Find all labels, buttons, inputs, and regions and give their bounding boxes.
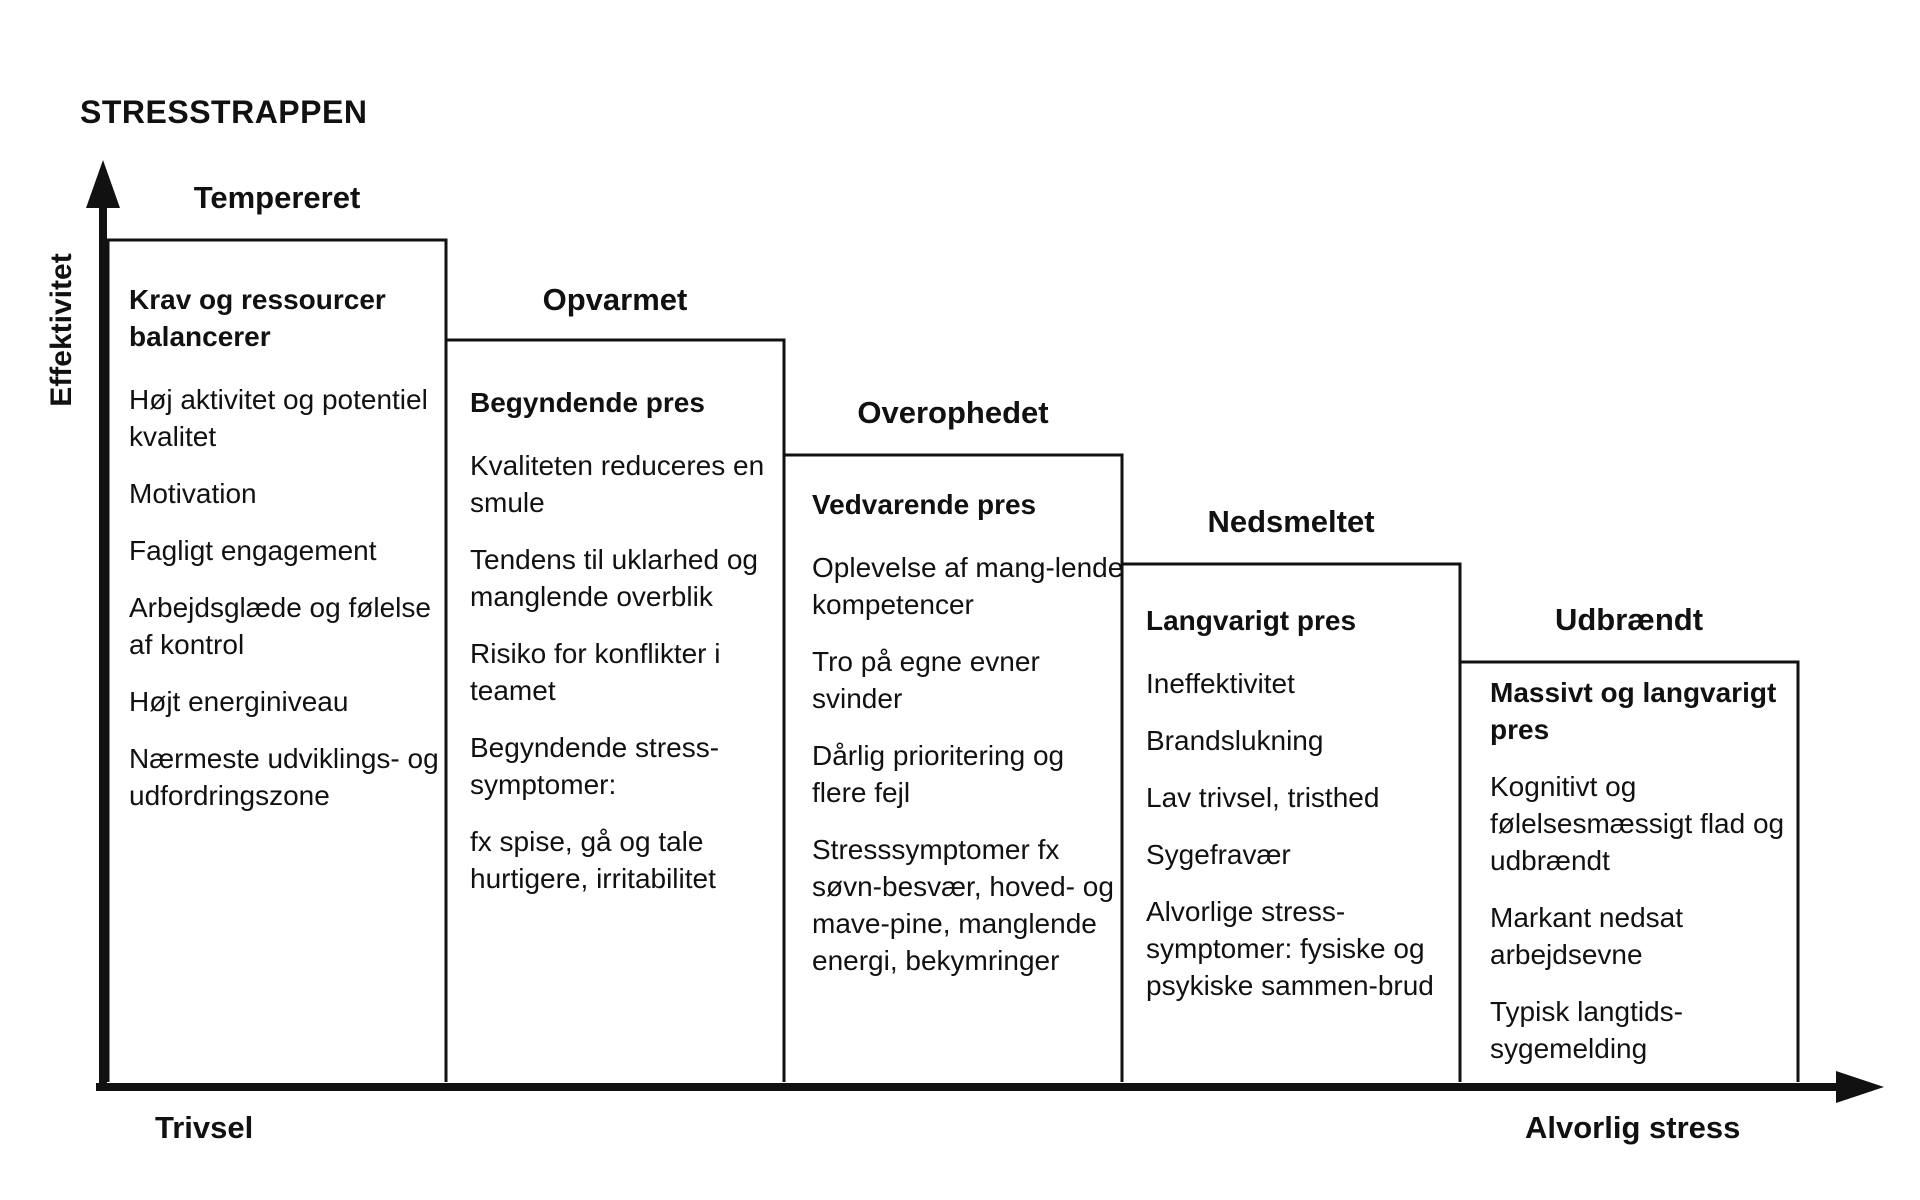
- x-axis-label-left: Trivsel: [155, 1110, 254, 1145]
- y-axis-arrowhead: [86, 160, 120, 208]
- step-heading: Massivt og langvarigt pres: [1490, 677, 1777, 745]
- step-content-1: Krav og ressourcer balancerer Høj aktivi…: [129, 281, 441, 834]
- step-title-tempereret: Tempereret: [193, 180, 361, 215]
- step-heading: Krav og ressourcer balancerer: [129, 284, 386, 352]
- step-item: fx spise, gå og tale hurtigere, irritabi…: [470, 826, 716, 894]
- step-item: Dårlig prioritering og flere fejl: [812, 740, 1065, 808]
- step-content-3: Vedvarende pres Oplevelse af mang-lende …: [812, 486, 1124, 999]
- step-item: Ineffektivitet: [1146, 668, 1295, 699]
- step-content-2: Begyndende pres Kvaliteten reduceres en …: [470, 384, 782, 917]
- step-title-opvarmet: Opvarmet: [542, 282, 688, 317]
- step-box-3: [784, 453, 1124, 1082]
- step-item: Lav trivsel, tristhed: [1146, 782, 1380, 813]
- step-box-4: [1122, 562, 1462, 1082]
- step-item: Fagligt engagement: [129, 535, 377, 566]
- step-item: Højt energiniveau: [129, 686, 349, 717]
- step-box-5: [1460, 660, 1800, 1082]
- step-content-4: Langvarigt pres Ineffektivitet Brandsluk…: [1146, 602, 1458, 1024]
- diagram-title: STRESSTRAPPEN: [80, 94, 368, 130]
- step-item: Begyndende stress-symptomer:: [470, 732, 720, 800]
- step-box-1: [106, 238, 448, 1082]
- step-item: Tendens til uklarhed og manglende overbl…: [470, 544, 758, 612]
- step-content-5: Massivt og langvarigt pres Kognitivt og …: [1490, 674, 1802, 1087]
- step-item: Oplevelse af mang-lende kompetencer: [812, 552, 1124, 620]
- step-item: Nærmeste udviklings- og udfordringszone: [129, 743, 439, 811]
- step-item: Markant nedsat arbejdsevne: [1490, 902, 1683, 970]
- step-item: Høj aktivitet og potentiel kvalitet: [129, 384, 428, 452]
- step-item: Sygefravær: [1146, 839, 1291, 870]
- step-item: Stresssymptomer fx søvn-besvær, hoved- o…: [812, 834, 1114, 976]
- step-title-nedsmeltet: Nedsmeltet: [1207, 504, 1375, 539]
- step-item: Brandslukning: [1146, 725, 1324, 756]
- step-item: Kvaliteten reduceres en smule: [470, 450, 765, 518]
- x-axis-arrowhead: [1836, 1071, 1884, 1103]
- step-item: Kognitivt og følelsesmæssigt flad og udb…: [1490, 771, 1785, 876]
- x-axis-label-right: Alvorlig stress: [1525, 1110, 1741, 1145]
- step-item: Risiko for konflikter i teamet: [470, 638, 721, 706]
- step-title-udbraendt: Udbrændt: [1554, 602, 1704, 637]
- step-box-2: [446, 338, 786, 1082]
- step-item: Alvorlige stress-symptomer: fysiske og p…: [1146, 896, 1434, 1001]
- step-heading: Langvarigt pres: [1146, 605, 1357, 636]
- y-axis-label: Effektivitet: [45, 253, 78, 407]
- step-heading: Vedvarende pres: [812, 489, 1037, 520]
- step-item: Tro på egne evner svinder: [812, 646, 1040, 714]
- step-item: Arbejdsglæde og følelse af kontrol: [129, 592, 431, 660]
- step-item: Typisk langtids-sygemelding: [1490, 996, 1683, 1064]
- step-heading: Begyndende pres: [470, 387, 705, 418]
- step-item: Motivation: [129, 478, 257, 509]
- step-title-overophedet: Overophedet: [857, 395, 1049, 430]
